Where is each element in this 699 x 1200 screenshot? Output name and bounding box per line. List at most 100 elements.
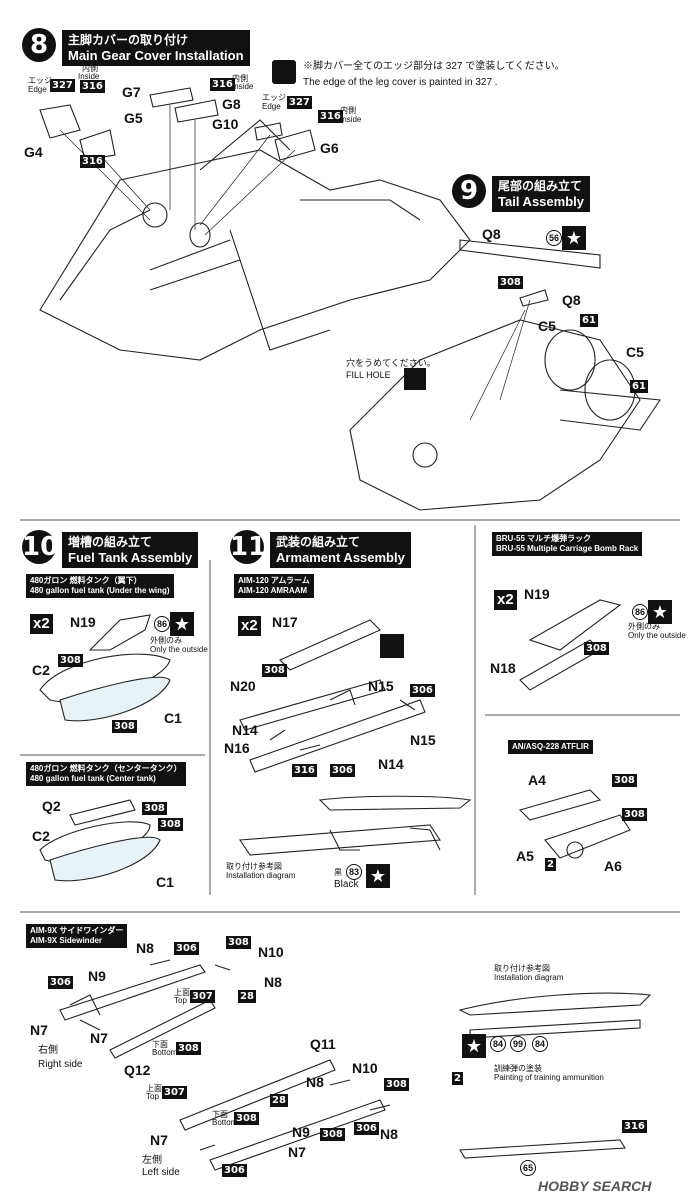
paint-306: 306 [174,942,199,955]
part-c2-b: C2 [32,828,50,844]
part-n14: N14 [232,722,258,738]
part-n7-b: N7 [90,1030,108,1046]
install-diagram-jp: 取り付け参考図 [494,964,550,973]
paint-308: 308 [612,774,637,787]
paint-327: 327 [50,79,75,92]
paint-316: 316 [622,1120,647,1133]
bottom-label-en: Bottom [152,1048,178,1057]
bottom-label-en: Bottom [212,1118,238,1127]
step-8-note-en: The edge of the leg cover is painted in … [303,77,498,88]
quantity-x2: x2 [30,614,53,634]
edge-label-en: Edge [28,85,47,94]
paint-306: 306 [354,1122,379,1135]
paint-99: 99 [510,1036,526,1052]
paint-308: 308 [142,802,167,815]
top-label-en: Top [174,996,187,1005]
step-11-title-en: Armament Assembly [276,550,405,565]
paint-65: 65 [520,1160,536,1176]
training-en: Painting of training ammunition [494,1073,604,1082]
part-g10: G10 [212,116,239,132]
part-a4: A4 [528,772,546,788]
paint-84: 84 [490,1036,506,1052]
paint-brush-icon [272,60,296,84]
star-icon: ★ [366,864,390,888]
part-q2: Q2 [42,798,61,814]
step-10-title-en: Fuel Tank Assembly [68,550,193,565]
step-8-title: 主脚カバーの取り付け Main Gear Cover Installation [62,30,250,66]
paint-308: 308 [112,720,137,733]
step-10-title: 増槽の組み立て Fuel Tank Assembly [62,532,199,568]
part-g4: G4 [24,144,43,160]
paint-307: 307 [162,1086,187,1099]
left-side-en: Left side [142,1167,180,1178]
paint-308: 308 [234,1112,259,1125]
center-tank-en: 480 gallon fuel tank (Center tank) [30,774,156,783]
paint-56: 56 [546,230,562,246]
part-g7: G7 [122,84,141,100]
part-n19: N19 [70,614,96,630]
paint-83: 83 [346,864,362,880]
part-g6: G6 [320,140,339,156]
edge-label-jp: エッジ [262,93,286,102]
star-icon: ★ [648,600,672,624]
part-c1-b: C1 [156,874,174,890]
paint-61: 61 [580,314,598,327]
part-q8-b: Q8 [562,292,581,308]
paint-308: 308 [158,818,183,831]
top-label-en: Top [146,1092,159,1101]
paint-86: 86 [154,616,170,632]
install-diagram-en: Installation diagram [494,973,564,982]
part-n8: N8 [136,940,154,956]
watermark-logo: HOBBY SEARCH [538,1178,652,1194]
paint-308: 308 [226,936,251,949]
part-n9-b: N9 [292,1124,310,1140]
center-tank-heading: 480ガロン 燃料タンク（センタータンク） 480 gallon fuel ta… [26,762,186,786]
paint-316: 316 [292,764,317,777]
top-label-jp: 上面 [174,988,190,997]
part-n10-b: N10 [352,1060,378,1076]
fill-hole-icon [404,368,426,390]
cut-icon [380,634,404,658]
black-en: Black [334,879,359,890]
part-n20: N20 [230,678,256,694]
part-a5: A5 [516,848,534,864]
quantity-x2: x2 [494,590,517,610]
step-8-title-jp: 主脚カバーの取り付け [68,33,189,47]
part-n8-b: N8 [264,974,282,990]
part-g8: G8 [222,96,241,112]
star-icon: ★ [562,226,586,250]
paint-84: 84 [532,1036,548,1052]
step-8-number: 8 [22,28,56,62]
fill-hole-jp: 穴をうめてください。 [346,358,436,368]
part-n16: N16 [224,740,250,756]
part-q12: Q12 [124,1062,151,1078]
part-n7-c: N7 [150,1132,168,1148]
step-11-title: 武装の組み立て Armament Assembly [270,532,411,568]
paint-306: 306 [410,684,435,697]
fill-hole-en: FILL HOLE [346,370,391,380]
step-11-title-jp: 武装の組み立て [276,535,361,549]
paint-307: 307 [190,990,215,1003]
part-c1: C1 [164,710,182,726]
bru-title-en: BRU-55 Multiple Carriage Bomb Rack [496,544,639,553]
wing-tank-jp: 480ガロン 燃料タンク（翼下） [30,576,142,585]
part-c2: C2 [32,662,50,678]
paint-2: 2 [545,858,556,871]
outside-only-en: Only the outside [150,645,208,654]
center-tank-jp: 480ガロン 燃料タンク（センタータンク） [30,764,182,773]
paint-306: 306 [48,976,73,989]
paint-308: 308 [622,808,647,821]
paint-308: 308 [584,642,609,655]
outside-only-jp: 外側のみ [150,636,182,645]
paint-308: 308 [384,1078,409,1091]
part-n19: N19 [524,586,550,602]
amraam-heading: AIM-120 アムラーム AIM-120 AMRAAM [234,574,314,598]
paint-28: 28 [238,990,256,1003]
paint-316: 316 [80,155,105,168]
paint-2: 2 [452,1072,463,1085]
step-10-title-jp: 増槽の組み立て [68,535,153,549]
step-9-number: 9 [452,174,486,208]
step-11-number: 11 [230,530,267,564]
outside-only-jp: 外側のみ [628,622,660,631]
